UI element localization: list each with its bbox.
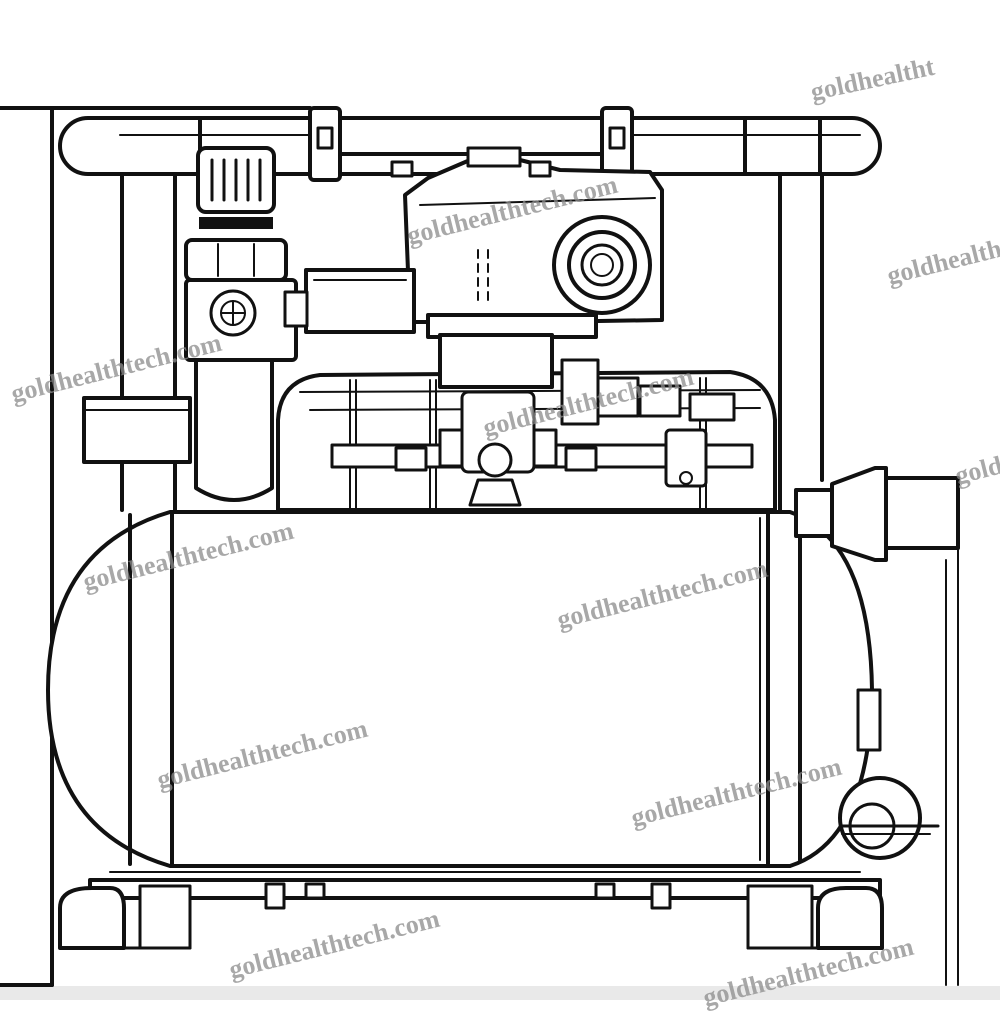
air-tank bbox=[46, 510, 874, 868]
motor-head bbox=[390, 146, 664, 339]
left-bracket bbox=[82, 396, 192, 464]
frame-lines bbox=[0, 106, 312, 987]
drain-valve bbox=[838, 688, 940, 860]
bottom-strip bbox=[0, 986, 1000, 1000]
junction-box bbox=[304, 268, 416, 334]
right-outlet bbox=[794, 466, 960, 986]
filter-regulator bbox=[184, 146, 309, 544]
base-skid bbox=[58, 871, 884, 950]
valve-manifold bbox=[394, 333, 736, 507]
